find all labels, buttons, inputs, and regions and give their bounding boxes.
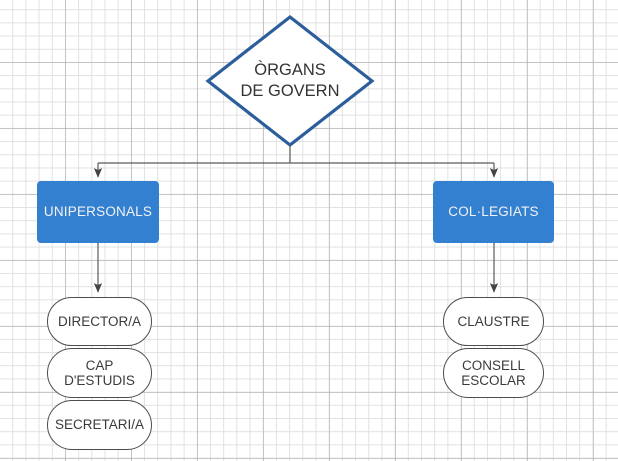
node-collegiats[interactable]: COL·LEGIATS	[433, 181, 554, 243]
node-label: SECRETARI/A	[54, 417, 144, 433]
node-label: DIRECTOR/A	[57, 313, 141, 329]
node-label: CONSELL ESCOLAR	[461, 357, 526, 388]
node-director[interactable]: DIRECTOR/A	[47, 297, 152, 346]
node-label: CAP D'ESTUDIS	[64, 357, 135, 388]
node-cap-destudis[interactable]: CAP D'ESTUDIS	[47, 348, 152, 398]
node-label: COL·LEGIATS	[448, 204, 539, 220]
node-claustre[interactable]: CLAUSTRE	[443, 297, 544, 346]
node-organs-de-govern[interactable]: ÒRGANS DE GOVERN	[208, 52, 372, 110]
node-secretari[interactable]: SECRETARI/A	[47, 400, 152, 450]
node-consell-escolar[interactable]: CONSELL ESCOLAR	[443, 348, 544, 398]
node-label: ÒRGANS DE GOVERN	[240, 61, 340, 100]
node-label: UNIPERSONALS	[43, 204, 153, 220]
node-unipersonals[interactable]: UNIPERSONALS	[37, 181, 159, 243]
node-label: CLAUSTRE	[457, 313, 530, 329]
